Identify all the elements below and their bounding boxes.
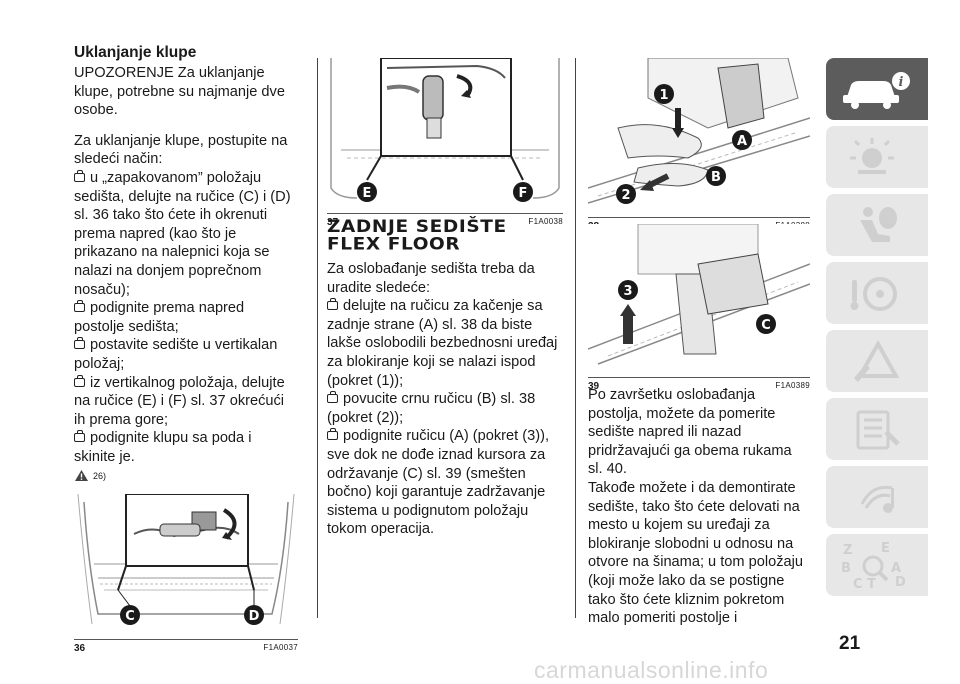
paragraph-after-release: Po završetku oslobađanja postolja, možet… [588, 387, 792, 478]
step-item: podignite ručicu (A) (pokret (3)), [327, 427, 563, 446]
tab-safety[interactable] [826, 194, 928, 256]
watermark: carmanualsonline.info [534, 657, 769, 683]
intro-paragraph: Za uklanjanje klupe, postupite na sledeć… [74, 132, 288, 168]
svg-text:B: B [841, 561, 851, 576]
step-item: povucite crnu ručicu (B) sl. 38 (pokret … [327, 391, 536, 426]
figure-number: 39 [588, 381, 600, 392]
step-item: u „zapakovanom” položaju sedišta, delujt… [74, 169, 291, 298]
step-bullet-icon [74, 430, 85, 443]
figure-code: F1A0038 [528, 217, 563, 226]
step-bullet-icon [74, 374, 85, 387]
step-bullet-icon [74, 337, 85, 350]
step-bullet-icon [327, 391, 338, 404]
figure-caption: 36 F1A0037 [74, 643, 298, 654]
car-info-icon: i [843, 72, 910, 109]
svg-text:D: D [895, 575, 906, 590]
svg-text:i: i [899, 75, 904, 90]
figure-number: 37 [327, 217, 339, 228]
svg-text:A: A [891, 561, 901, 576]
figure-caption: 37 F1A0038 [327, 217, 563, 228]
continuation-paragraph: sve dok ne dođe iznad kursora za održava… [327, 446, 546, 538]
warning-triangle-icon [854, 339, 900, 382]
airbag-icon [860, 207, 897, 242]
figure-39: 3 C 39 F1A0389 [587, 223, 811, 392]
heading-bench-removal: Uklanjanje klupe [74, 44, 197, 61]
tab-maintenance[interactable] [826, 398, 928, 460]
step-bullet-icon [74, 169, 85, 182]
svg-text:C: C [853, 577, 863, 590]
tab-index[interactable]: Z E B A C T D [826, 534, 928, 596]
seat-release-handles-illustration: C D [74, 493, 298, 635]
label-a: A [737, 134, 747, 149]
seat-raised-position-illustration: 3 C [587, 223, 811, 372]
chapter-sidebar: i [826, 58, 928, 602]
label-b: B [711, 170, 721, 185]
tab-emergency[interactable] [826, 330, 928, 392]
figure-code: F1A0389 [775, 381, 810, 390]
figure-caption: 39 F1A0389 [588, 381, 810, 392]
figure-36: C D 36 F1A0037 [74, 493, 298, 654]
label-2: 2 [621, 188, 630, 203]
warning-reference: 26) [74, 469, 294, 482]
tab-multimedia[interactable] [826, 466, 928, 528]
label-1: 1 [659, 88, 668, 103]
paragraph-dismantle: Takođe možete i da demontirate sedište, … [588, 479, 803, 627]
label-c: C [125, 609, 135, 624]
intro-paragraph: Za oslobađanje sedišta treba da uradite … [327, 261, 535, 296]
step-item: podignite klupu sa poda i skinite je. [74, 430, 252, 465]
maintenance-list-icon [856, 410, 900, 450]
step-bullet-icon [327, 298, 338, 311]
seat-lever-illustration: E F [327, 57, 563, 208]
column-divider-right [575, 58, 576, 618]
figure-37: E F 37 F1A0038 [327, 57, 563, 228]
multimedia-icon [860, 485, 894, 513]
warning-lights-icon [850, 138, 894, 174]
column-2: E F 37 F1A0038 ZADNJE SEDIŠTE FLEX FLOOR… [327, 57, 563, 539]
warning-paragraph: UPOZORENJE Za uklanjanje klupe, potrebne… [74, 65, 285, 119]
step-bullet-icon [74, 300, 85, 313]
section-title-flex-floor: ZADNJE SEDIŠTE FLEX FLOOR [327, 217, 507, 254]
svg-text:E: E [881, 541, 890, 556]
figure-code: F1A0037 [263, 643, 298, 653]
tab-knowing-vehicle[interactable]: i [826, 58, 928, 120]
seat-rail-release-illustration: 1 A B 2 [587, 57, 811, 212]
warning-triangle-icon [75, 470, 88, 482]
svg-text:Z: Z [843, 543, 852, 558]
label-c: C [761, 318, 771, 333]
figure-38: 1 A B 2 38 F1A0388 [587, 57, 811, 232]
label-d: D [249, 609, 260, 624]
step-item: iz vertikalnog položaja, delujte na ruči… [74, 374, 285, 428]
column-3: 1 A B 2 38 F1A0388 3 C [587, 57, 811, 628]
step-item: podignite prema napred postolje sedišta; [74, 300, 245, 335]
figure-number: 36 [74, 643, 86, 655]
column-divider-left [317, 58, 318, 618]
label-f: F [519, 186, 528, 201]
column-1: Uklanjanje klupe UPOZORENJE Za uklanjanj… [74, 44, 298, 654]
step-item: postavite sedište u vertikalan položaj; [74, 337, 278, 372]
tab-starting-driving[interactable] [826, 262, 928, 324]
step-item: delujte na ručicu za kačenje sa zadnje s… [327, 298, 558, 389]
tab-dashboard[interactable] [826, 126, 928, 188]
warning-ref-number: 26) [93, 470, 107, 481]
page-number: 21 [839, 633, 861, 654]
label-e: E [363, 186, 372, 201]
steering-wheel-icon [850, 277, 897, 311]
svg-text:T: T [867, 577, 876, 590]
label-3: 3 [623, 284, 632, 299]
step-bullet-icon [327, 428, 338, 441]
index-icon: Z E B A C T D [841, 541, 906, 590]
